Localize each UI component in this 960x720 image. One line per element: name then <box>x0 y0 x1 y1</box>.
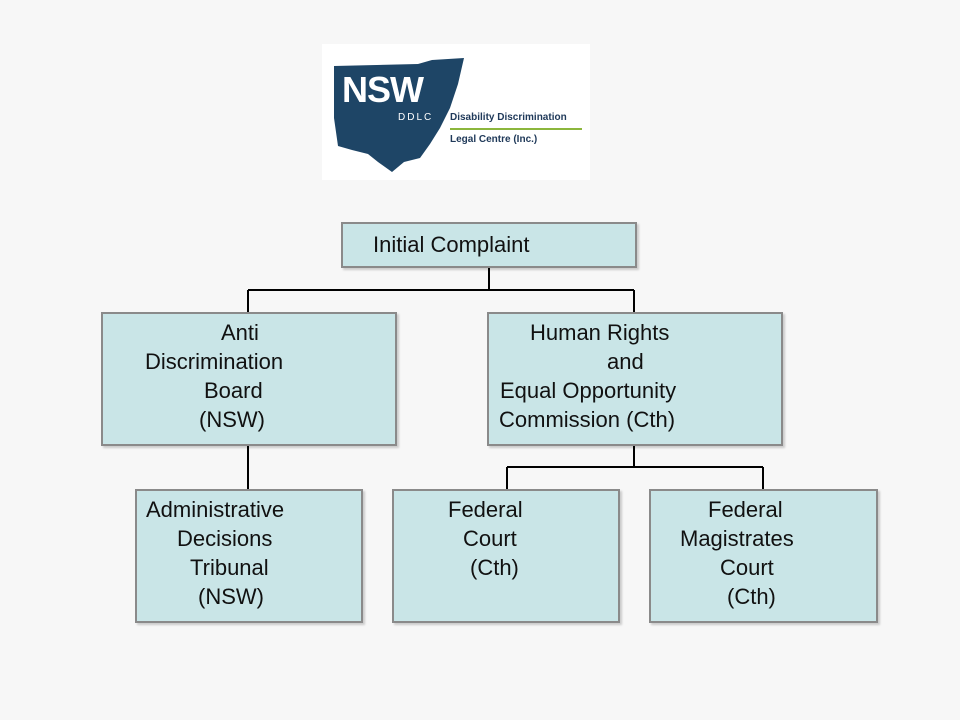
logo-name-line1: Disability Discrimination <box>450 112 567 123</box>
node-anti-discrimination-board: Anti Discrimination Board (NSW) <box>101 312 397 446</box>
logo-divider <box>450 128 582 130</box>
logo-subacronym: DDLC <box>398 112 434 123</box>
nsw-map-icon <box>334 58 464 172</box>
ddlc-logo: NSW DDLC Disability Discrimination Legal… <box>322 44 590 180</box>
node-federal-magistrates-court: Federal Magistrates Court (Cth) <box>649 489 878 623</box>
node-human-rights-commission: Human Rights and Equal Opportunity Commi… <box>487 312 783 446</box>
node-administrative-decisions-tribunal: Administrative Decisions Tribunal (NSW) <box>135 489 363 623</box>
logo-name-line2: Legal Centre (Inc.) <box>450 134 538 145</box>
logo-acronym: NSW <box>342 69 424 110</box>
node-federal-court: Federal Court (Cth) <box>392 489 620 623</box>
node-initial-complaint: Initial Complaint <box>341 222 637 268</box>
